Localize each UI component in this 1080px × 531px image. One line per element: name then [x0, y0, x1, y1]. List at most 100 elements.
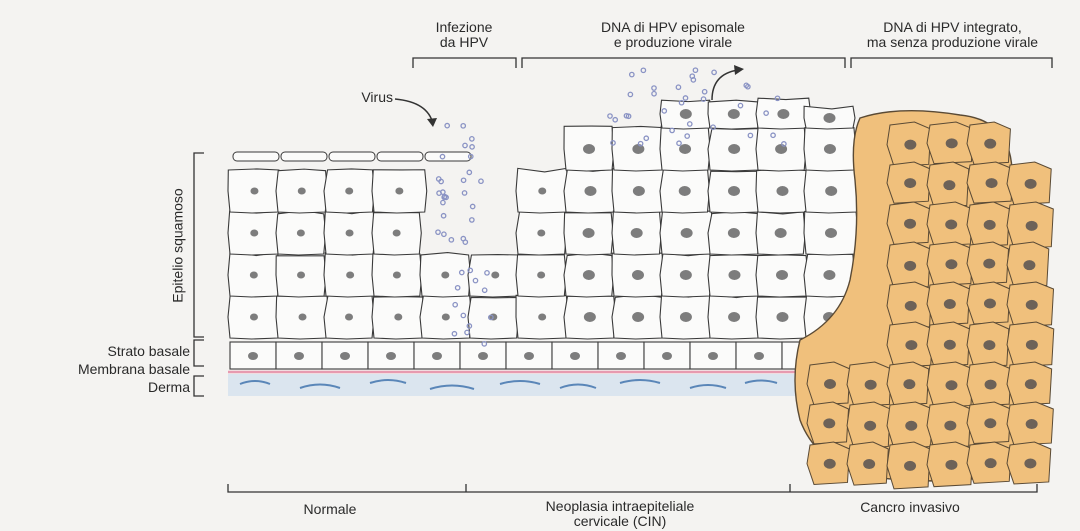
virus-particle	[683, 96, 687, 100]
virus-particle	[441, 200, 445, 204]
cell-nucleus	[583, 144, 595, 154]
surface-cell	[377, 152, 423, 161]
virus-particle	[463, 143, 467, 147]
cancer-nucleus	[824, 379, 836, 389]
cancer-nucleus	[945, 380, 957, 390]
virus-particle	[676, 85, 680, 89]
cell-nucleus	[681, 228, 693, 238]
virus-particle	[470, 218, 474, 222]
virus-particle	[462, 191, 466, 195]
cancer-nucleus	[1026, 300, 1038, 310]
cell-nucleus	[776, 312, 788, 322]
cell-nucleus	[584, 312, 596, 322]
cell-nucleus	[393, 230, 401, 237]
virus-particle	[608, 114, 612, 118]
cancer-nucleus	[985, 458, 997, 468]
cell-nucleus	[583, 270, 595, 280]
cancer-nucleus	[905, 301, 917, 311]
cancer-nucleus	[984, 220, 996, 230]
cancer-nucleus	[1026, 221, 1038, 231]
cell-nucleus	[345, 188, 353, 195]
cancer-nucleus	[985, 380, 997, 390]
virus-particle	[470, 137, 474, 141]
cell-nucleus	[297, 272, 305, 279]
cancer-nucleus	[984, 298, 996, 308]
cancer-nucleus	[1025, 179, 1037, 189]
cell-nucleus	[538, 188, 546, 195]
basal-nucleus	[478, 352, 488, 360]
virus-particle	[652, 92, 656, 96]
virus-particle	[628, 92, 632, 96]
cell-nucleus	[825, 186, 837, 196]
surface-cell	[329, 152, 375, 161]
cell-nucleus	[823, 270, 835, 280]
cell-nucleus	[538, 314, 546, 321]
cell-nucleus	[632, 270, 644, 280]
cell-nucleus	[250, 272, 258, 279]
cell-nucleus	[777, 109, 789, 119]
virus-particle	[461, 178, 465, 182]
cell-nucleus	[825, 228, 837, 238]
cell-nucleus	[250, 188, 258, 195]
virus-particle	[702, 90, 706, 94]
virus-particle	[442, 232, 446, 236]
cell-nucleus	[442, 314, 450, 321]
cancer-nucleus	[945, 259, 957, 269]
cell-nucleus	[680, 109, 692, 119]
virus-particle	[470, 204, 474, 208]
cell-nucleus	[728, 144, 740, 154]
cell-nucleus	[346, 272, 354, 279]
basal-membrane-label: Membrana basale	[20, 362, 190, 377]
virus-particle	[613, 118, 617, 122]
cell-nucleus	[584, 186, 596, 196]
cell-nucleus	[632, 312, 644, 322]
virus-label: Virus	[333, 90, 393, 105]
episomal-label: DNA di HPV episomale e produzione virale	[568, 20, 778, 50]
cancer-nucleus	[984, 139, 996, 149]
virus-arrowhead	[427, 118, 437, 127]
virus-particle	[441, 214, 445, 218]
virus-particle	[712, 70, 716, 74]
virus-particle	[630, 72, 634, 76]
cell-nucleus	[394, 314, 402, 321]
cell-nucleus	[824, 144, 836, 154]
basal-nucleus	[662, 352, 672, 360]
cancer-nucleus	[905, 340, 917, 350]
cell-nucleus	[679, 186, 691, 196]
release-arrowhead	[734, 65, 744, 75]
cancer-nucleus	[863, 459, 875, 469]
cell-nucleus	[776, 270, 788, 280]
basal-layer-label: Strato basale	[40, 344, 190, 359]
cancer-nucleus	[904, 461, 916, 471]
cancer-nucleus	[864, 421, 876, 431]
surface-cell	[233, 152, 279, 161]
basal-nucleus	[340, 352, 350, 360]
virus-particle	[436, 230, 440, 234]
virus-particle	[449, 238, 453, 242]
normal-label: Normale	[280, 502, 380, 517]
cell-nucleus	[728, 312, 740, 322]
cell-nucleus	[583, 228, 595, 238]
cell-nucleus	[728, 109, 740, 119]
basal-nucleus	[754, 352, 764, 360]
episomal-label-line2: e produzione virale	[568, 35, 778, 50]
cell-nucleus	[395, 188, 403, 195]
virus-particle	[470, 145, 474, 149]
cancer-nucleus	[824, 459, 836, 469]
cancer-nucleus	[1023, 260, 1035, 270]
cell-nucleus	[728, 270, 740, 280]
infection-label: Infezione da HPV	[418, 20, 510, 50]
virus-particle	[479, 179, 483, 183]
virus-particle	[693, 68, 697, 72]
cancer-nucleus	[1026, 340, 1038, 350]
cin-label-line2: cervicale (CIN)	[500, 514, 740, 529]
virus-arrow	[395, 99, 433, 124]
cell-nucleus	[631, 228, 643, 238]
cancer-nucleus	[903, 379, 915, 389]
cell-nucleus	[679, 144, 691, 154]
squamous-epithelium-label: Epitelio squamoso	[171, 176, 186, 316]
cancer-nucleus	[904, 219, 916, 229]
cell-nucleus	[537, 230, 545, 237]
basal-nucleus	[432, 352, 442, 360]
